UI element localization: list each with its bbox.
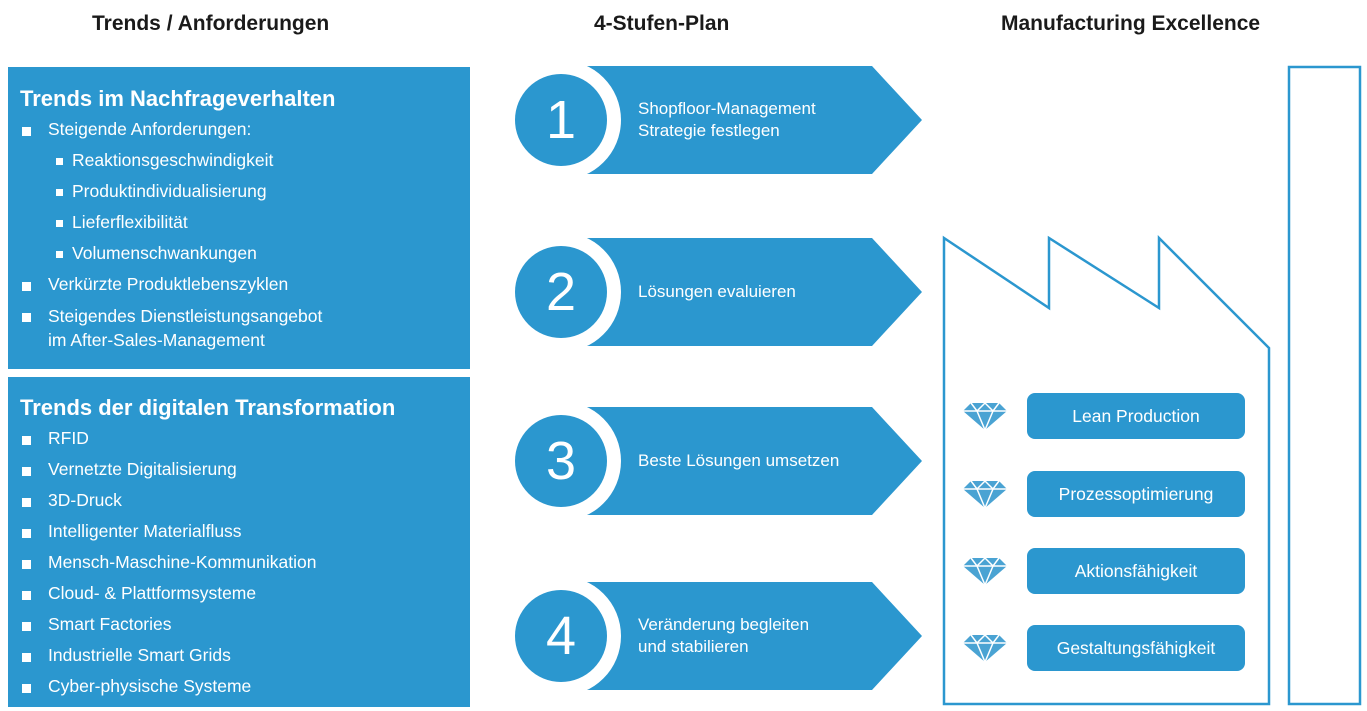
bullet-item: RFID <box>20 423 470 454</box>
excellence-label: Prozessoptimierung <box>1027 471 1245 517</box>
stage-number: 2 <box>545 262 577 322</box>
stage-arrow-shape <box>501 64 922 176</box>
column-title-trends: Trends / Anforderungen <box>92 12 330 35</box>
stage-number: 1 <box>545 90 577 150</box>
excellence-item-prozess: Prozessoptimierung <box>962 471 1247 517</box>
stage-2: 2 Lösungen evaluieren <box>496 236 926 348</box>
excellence-item-gestaltung: Gestaltungsfähigkeit <box>962 625 1247 671</box>
bullet-item: Vernetzte Digitalisierung <box>20 454 470 485</box>
stage-label: Shopfloor-Management Strategie festlegen <box>638 99 816 140</box>
bullet-item: Intelligenter Materialfluss <box>20 516 470 547</box>
column-title-excellence: Manufacturing Excellence <box>1001 12 1261 35</box>
bullet-item: Cyber-physische Systeme <box>20 671 470 702</box>
sub-bullet-item: Reaktionsgeschwindigkeit <box>20 145 470 176</box>
chimney-outline <box>1287 65 1362 706</box>
excellence-item-aktion: Aktionsfähigkeit <box>962 548 1247 594</box>
bullet-item: Industrielle Smart Grids <box>20 640 470 671</box>
excellence-item-lean: Lean Production <box>962 393 1247 439</box>
stage-label: Beste Lösungen umsetzen <box>638 451 840 470</box>
diamond-icon <box>963 633 1007 663</box>
stage-arrow-shape <box>501 405 922 517</box>
stage-1: 1 Shopfloor-Management Strategie festleg… <box>496 64 926 176</box>
bullet-item: Smart Factories <box>20 609 470 640</box>
excellence-label: Aktionsfähigkeit <box>1027 548 1245 594</box>
column-title-plan: 4-Stufen-Plan <box>594 12 730 35</box>
bullet-item: Cloud- & Plattformsysteme <box>20 578 470 609</box>
sub-bullet-item: Produktindividualisierung <box>20 176 470 207</box>
stage-arrow-shape <box>501 236 922 348</box>
stage-number: 4 <box>545 606 577 666</box>
diamond-icon <box>963 479 1007 509</box>
stage-label: Veränderung begleiten und stabilieren <box>638 615 810 656</box>
sub-bullet-item: Lieferflexibilität <box>20 207 470 238</box>
bullet-item: Steigendes Dienstleistungsangebot im Aft… <box>20 300 470 356</box>
trends-digital-box: Trends der digitalen Transformation RFID… <box>8 377 470 707</box>
stage-arrow-shape <box>501 580 922 692</box>
excellence-label: Gestaltungsfähigkeit <box>1027 625 1245 671</box>
bullet-item: 3D-Druck <box>20 485 470 516</box>
bullet-item: Verkürzte Produktlebenszyklen <box>20 269 470 300</box>
diamond-icon <box>963 401 1007 431</box>
stage-number: 3 <box>545 431 577 491</box>
sub-bullet-item: Volumenschwankungen <box>20 238 470 269</box>
trends-demand-title: Trends im Nachfrageverhalten <box>20 86 336 111</box>
trends-demand-box: Trends im Nachfrageverhalten Steigende A… <box>8 67 470 369</box>
stage-label: Lösungen evaluieren <box>638 282 796 301</box>
trends-digital-title: Trends der digitalen Transformation <box>20 395 396 420</box>
excellence-label: Lean Production <box>1027 393 1245 439</box>
bullet-item: Mensch-Maschine-Kommunikation <box>20 547 470 578</box>
bullet-item: Steigende Anforderungen: <box>20 114 470 145</box>
stage-3: 3 Beste Lösungen umsetzen <box>496 405 926 517</box>
diamond-icon <box>963 556 1007 586</box>
stage-4: 4 Veränderung begleiten und stabilieren <box>496 580 926 692</box>
